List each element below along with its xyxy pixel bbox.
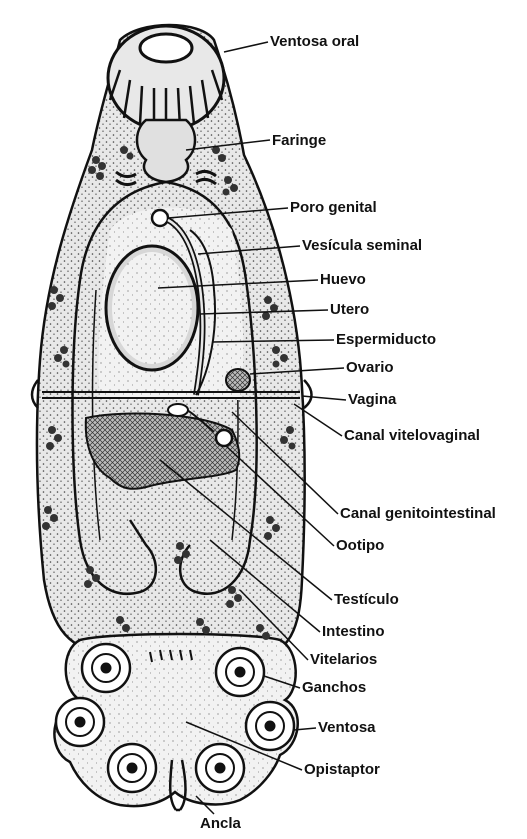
label-opistaptor: Opistaptor [304, 761, 380, 778]
label-poro-genital: Poro genital [290, 199, 377, 216]
label-huevo: Huevo [320, 271, 366, 288]
label-ventosa: Ventosa [318, 719, 376, 736]
label-vesicula-seminal: Vesícula seminal [302, 237, 422, 254]
label-faringe: Faringe [272, 132, 326, 149]
label-canal-genitointestinal: Canal genitointestinal [340, 505, 496, 522]
label-ganchos: Ganchos [302, 679, 366, 696]
sucker-bottom-left [108, 744, 156, 792]
genital-pore [152, 210, 168, 226]
label-canal-vitelovaginal: Canal vitelovaginal [344, 427, 480, 444]
label-vagina: Vagina [348, 391, 397, 408]
oral-sucker [108, 26, 224, 130]
pharynx [137, 120, 195, 182]
sucker-top-left [82, 644, 130, 692]
label-ovario: Ovario [346, 359, 394, 376]
ootype [216, 430, 232, 446]
sucker-middle-right [246, 702, 294, 750]
label-vitelarios: Vitelarios [310, 651, 377, 668]
label-ventosa-oral: Ventosa oral [270, 33, 359, 50]
sucker-middle-left [56, 698, 104, 746]
sucker-bottom-right [196, 744, 244, 792]
label-intestino: Intestino [322, 623, 385, 640]
ovary [226, 369, 250, 391]
label-testiculo: Testículo [334, 591, 399, 608]
label-ootipo: Ootipo [336, 537, 384, 554]
label-ancla: Ancla [200, 815, 242, 832]
sucker-top-right [216, 648, 264, 696]
label-utero: Utero [330, 301, 369, 318]
label-espermiducto: Espermiducto [336, 331, 436, 348]
